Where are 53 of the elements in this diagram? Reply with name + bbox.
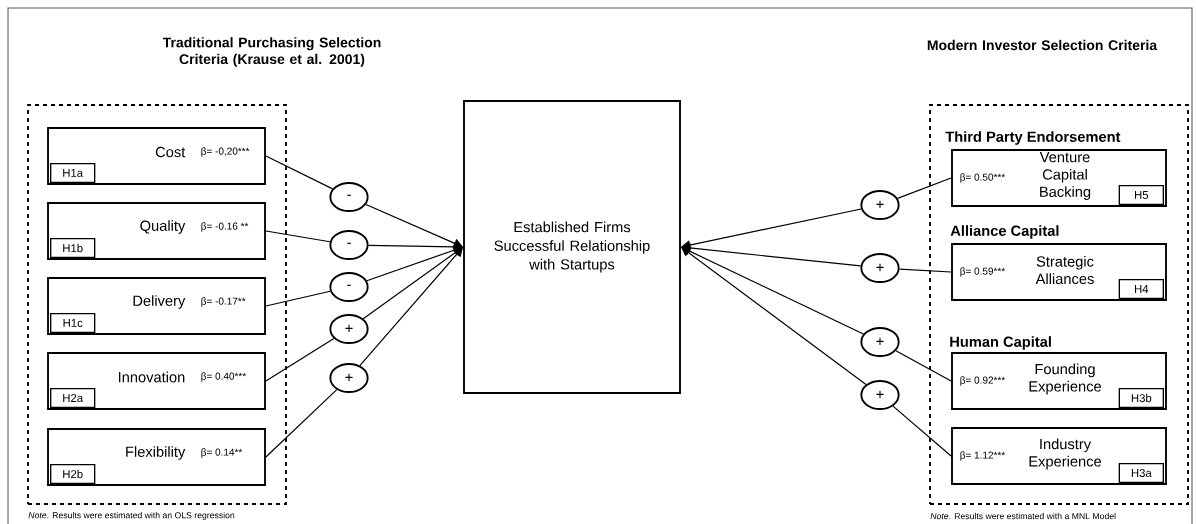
category-heading: Alliance Capital [950, 225, 1059, 239]
connector [265, 230, 331, 243]
criterion-box [47, 202, 266, 260]
hypothesis-tag: H3a [1118, 463, 1164, 483]
connector [892, 405, 952, 457]
outcome-box: Established Firms Successful Relationship with Startups [463, 100, 681, 394]
criterion-name: Innovation [119, 371, 185, 383]
coefficient: β= 0.40*** [201, 372, 247, 382]
node-label: Traditional Purchasing Selection Criteria (Krause et al. 2001) [162, 37, 381, 67]
coefficient: β= -0,20*** [201, 147, 250, 157]
coefficient: β= 1.12*** [960, 451, 1006, 461]
criterion-name: Founding Experience [1029, 363, 1102, 395]
criterion-name: Cost [155, 146, 186, 158]
hypothesis-tag: H5 [1118, 185, 1164, 205]
hypothesis-tag: H1c [50, 313, 96, 333]
connector [265, 389, 338, 458]
node-label: Modern Investor Selection Criteria [927, 39, 1158, 51]
criterion-box [951, 427, 1167, 485]
note: Note. Results were estimated with a MNL Model [930, 512, 1116, 520]
criterion-name: Strategic Alliances [1035, 255, 1094, 285]
connector [681, 243, 862, 267]
hypothesis-tag: H4 [1118, 279, 1164, 299]
criterion-box [951, 243, 1167, 301]
coefficient: β= -0.17** [201, 297, 246, 307]
criterion-box [47, 277, 266, 335]
criterion-name: Flexibility [126, 446, 186, 460]
criterion-name: Quality [140, 220, 186, 234]
coefficient: β= 0.50*** [960, 173, 1006, 183]
coefficient: β= 0.92*** [960, 376, 1006, 386]
criterion-name: Delivery [133, 295, 186, 309]
criterion-box [47, 352, 266, 410]
criterion-box [47, 428, 266, 486]
hypothesis-tag: H1a [50, 163, 96, 183]
connector [895, 350, 952, 382]
hypothesis-tag: H3b [1118, 388, 1164, 408]
connector [265, 290, 331, 307]
note: Note. Results were estimated with an OLS regression [28, 511, 235, 521]
coefficient: β= 0.59*** [960, 267, 1006, 277]
criterion-box [951, 149, 1167, 207]
criterion-box [951, 352, 1167, 410]
coefficient: β= 0.14** [201, 448, 243, 458]
connector [896, 177, 952, 199]
category-heading: Human Capital [950, 336, 1051, 350]
hypothesis-tag: H2a [50, 388, 96, 408]
connector [265, 155, 334, 190]
criterion-box [47, 127, 266, 185]
criterion-name: Industry Experience [1029, 438, 1102, 470]
criterion-name: Venture Capital Backing [1039, 152, 1091, 200]
hypothesis-tag: H2b [50, 464, 96, 484]
hypothesis-tag: H1b [50, 238, 96, 258]
coefficient: β= -0.16 ** [201, 222, 249, 232]
connector [898, 268, 952, 273]
connector [265, 337, 335, 382]
